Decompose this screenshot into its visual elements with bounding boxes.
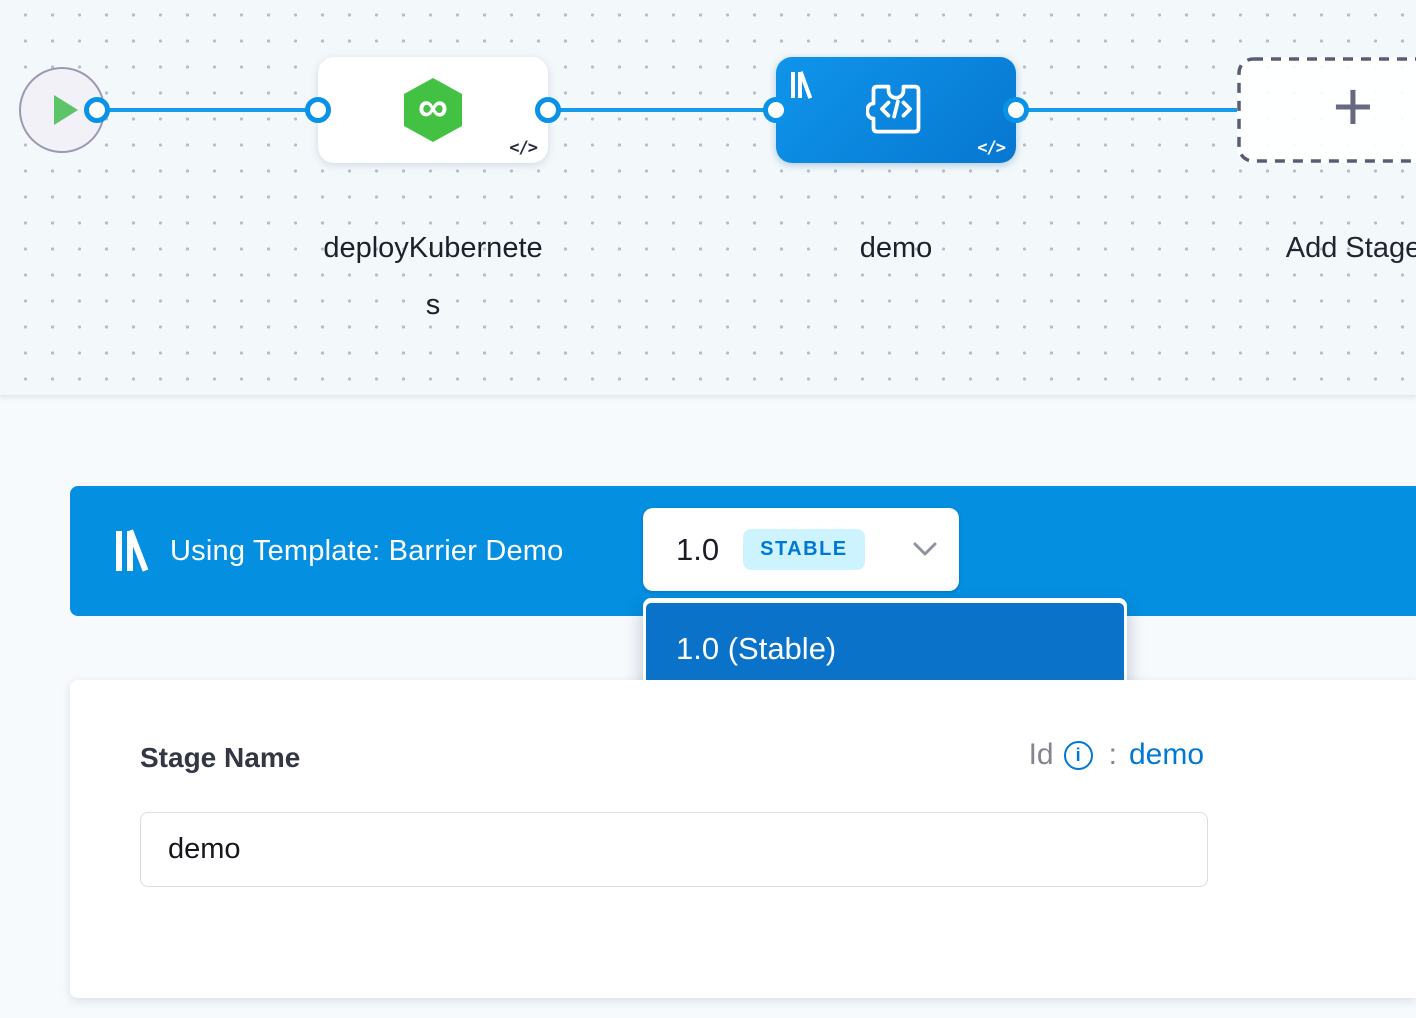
stage-id-row: Id i : demo xyxy=(1029,738,1204,772)
connector-port[interactable] xyxy=(535,97,561,123)
pipeline-canvas[interactable]: ∞ </> </> + deployKubernetes demo Add St… xyxy=(0,0,1416,396)
version-value: 1.0 xyxy=(676,531,720,567)
connector-port[interactable] xyxy=(84,97,110,123)
infinity-icon: ∞ xyxy=(418,83,448,130)
plus-icon: + xyxy=(1332,67,1374,145)
pipeline-edge xyxy=(100,108,320,112)
custom-stage-icon xyxy=(866,84,921,134)
pipeline-edge xyxy=(1018,108,1238,112)
stage-label-demo: demo xyxy=(859,232,933,264)
stage-node-demo[interactable]: </> xyxy=(776,57,1016,163)
add-stage-label: Add Stage xyxy=(1285,232,1416,264)
code-view-icon[interactable]: </> xyxy=(977,138,1006,158)
code-view-icon[interactable]: </> xyxy=(509,138,538,158)
connector-port[interactable] xyxy=(1003,97,1029,123)
pipeline-edge xyxy=(550,108,778,112)
template-banner: Using Template: Barrier Demo 1.0 STABLE xyxy=(70,486,1416,616)
template-icon xyxy=(116,529,149,572)
dashed-border xyxy=(1237,57,1416,163)
version-dropdown-item[interactable]: 1.0 (Stable) xyxy=(646,603,1124,694)
play-icon xyxy=(53,95,78,125)
template-banner-title: Using Template: Barrier Demo xyxy=(170,534,564,567)
connector-port[interactable] xyxy=(763,97,789,123)
stage-node-deploykubernetes[interactable]: ∞ </> xyxy=(318,57,548,163)
template-version-select[interactable]: 1.0 STABLE xyxy=(643,508,959,591)
template-icon xyxy=(791,71,813,99)
connector-port[interactable] xyxy=(305,97,331,123)
stage-overview-card: Stage Name Id i : demo xyxy=(70,680,1416,998)
chevron-down-icon xyxy=(913,542,937,556)
stage-name-input[interactable] xyxy=(140,812,1208,887)
stage-name-label: Stage Name xyxy=(140,742,301,773)
stable-badge: STABLE xyxy=(743,529,865,570)
deploy-stage-icon: ∞ xyxy=(404,78,462,142)
info-icon[interactable]: i xyxy=(1063,740,1093,770)
add-stage-node[interactable]: + xyxy=(1237,57,1416,163)
id-separator: : xyxy=(1108,738,1117,771)
id-label: Id xyxy=(1028,738,1054,771)
stage-id-value[interactable]: demo xyxy=(1128,738,1204,771)
stage-label-deploykubernetes: deployKubernetes xyxy=(323,232,543,321)
